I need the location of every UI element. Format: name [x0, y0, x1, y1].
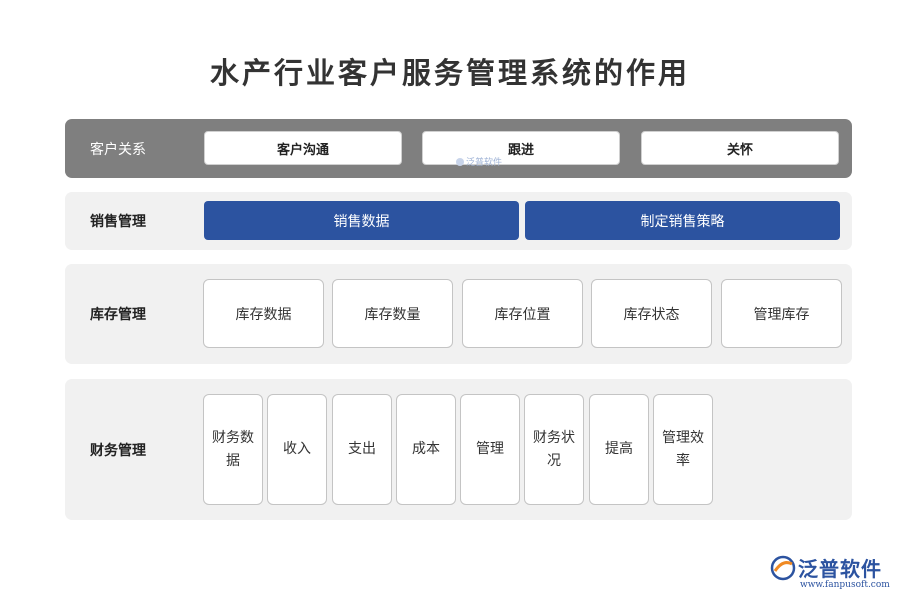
- item-box: 库存数量: [332, 279, 453, 348]
- item-box: 跟进: [422, 131, 620, 165]
- diagram-title: 水产行业客户服务管理系统的作用: [209, 56, 690, 90]
- item-box: 支出: [332, 394, 392, 505]
- item-box: 收入: [267, 394, 327, 505]
- item-box: 财务状况: [524, 394, 584, 505]
- brand-logo: 泛普软件 www.fanpusoft.com: [770, 553, 892, 595]
- item-box: 成本: [396, 394, 456, 505]
- item-box: 库存数据: [203, 279, 324, 348]
- row-label: 销售管理: [90, 214, 146, 230]
- row-label: 库存管理: [90, 307, 146, 323]
- row-label: 客户关系: [90, 142, 146, 158]
- item-box: 提高: [589, 394, 649, 505]
- item-box: 客户沟通: [204, 131, 402, 165]
- watermark-logo-icon: [456, 157, 464, 166]
- item-box: 关怀: [641, 131, 839, 165]
- item-box: 管理: [460, 394, 520, 505]
- item-box: 销售数据: [204, 201, 519, 240]
- row-customer-relations: 客户关系 客户沟通 跟进 关怀: [65, 119, 852, 178]
- item-box: 管理效率: [653, 394, 713, 505]
- watermark-text: 泛普软件: [466, 158, 503, 168]
- watermark: 泛普软件: [456, 155, 502, 168]
- item-box: 库存位置: [462, 279, 583, 348]
- row-inventory-management: 库存管理 库存数据 库存数量 库存位置 库存状态 管理库存: [65, 264, 852, 364]
- item-box: 财务数据: [203, 394, 263, 505]
- row-sales-management: 销售管理 销售数据 制定销售策略: [65, 192, 852, 250]
- item-box: 管理库存: [721, 279, 842, 348]
- logo-icon: [770, 555, 796, 581]
- logo-name: 泛普软件: [798, 557, 882, 581]
- row-label: 财务管理: [90, 443, 146, 459]
- logo-url: www.fanpusoft.com: [800, 580, 890, 590]
- item-box: 制定销售策略: [525, 201, 840, 240]
- row-finance-management: 财务管理 财务数据 收入 支出 成本 管理 财务状况 提高 管理效率: [65, 379, 852, 520]
- item-box: 库存状态: [591, 279, 712, 348]
